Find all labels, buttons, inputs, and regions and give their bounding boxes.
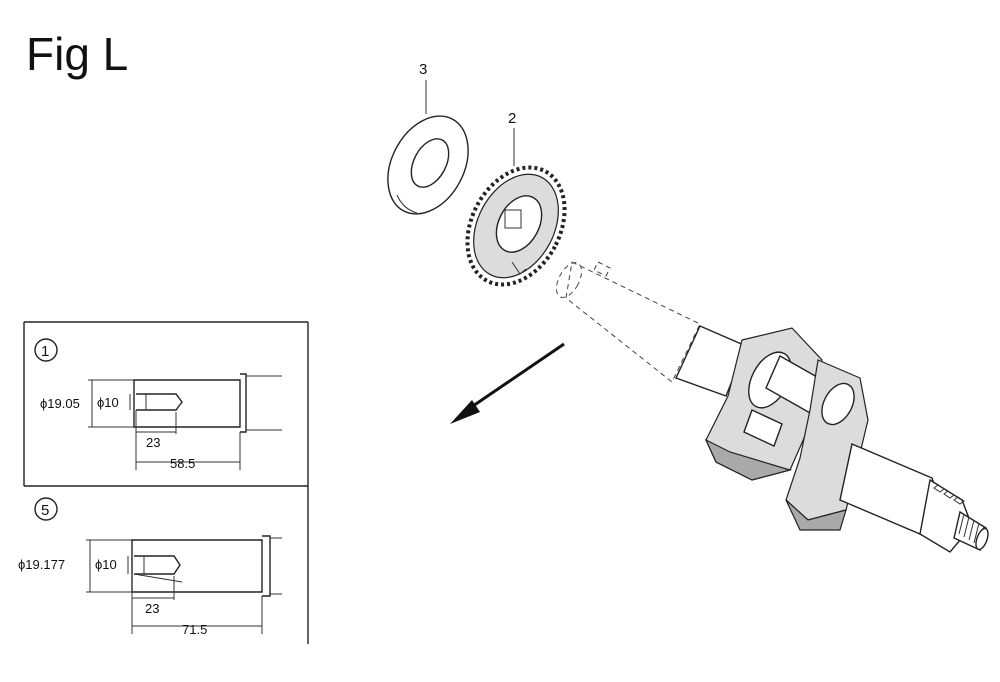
crankshaft-part	[555, 261, 989, 553]
detail-1-total-length: 58.5	[170, 456, 195, 471]
detail-5-badge-circle	[34, 497, 58, 521]
detail-1-shaft	[133, 379, 241, 428]
detail-1-inner-diameter: ϕ10	[97, 395, 119, 410]
gear-part	[465, 165, 567, 287]
detail-5-total-length: 71.5	[182, 622, 207, 637]
detail-5-badge: 5	[41, 502, 49, 519]
detail-1-bore-depth: 23	[146, 435, 160, 450]
gear-callout: 2	[508, 110, 516, 127]
washer-part	[387, 115, 469, 215]
figure-title: Fig L	[26, 28, 128, 80]
detail-5-bore	[134, 555, 181, 575]
detail-5: 5 ϕ19.177 ϕ10 23 71.5	[18, 497, 282, 637]
detail-1-bore	[136, 393, 183, 411]
detail-1-outer-diameter: ϕ19.05	[40, 396, 80, 411]
detail-1-badge-circle	[34, 338, 58, 362]
detail-5-shaft	[131, 539, 263, 593]
washer-callout: 3	[419, 61, 427, 78]
detail-5-outer-diameter: ϕ19.177	[18, 557, 65, 572]
detail-1-badge: 1	[41, 343, 49, 360]
detail-5-bore-depth: 23	[145, 601, 159, 616]
detail-panel	[23, 321, 309, 644]
detail-1: 1 ϕ19.05 ϕ10 23 58.5	[34, 338, 282, 471]
detail-5-inner-diameter: ϕ10	[95, 557, 117, 572]
assembly-direction-arrow	[450, 342, 565, 424]
